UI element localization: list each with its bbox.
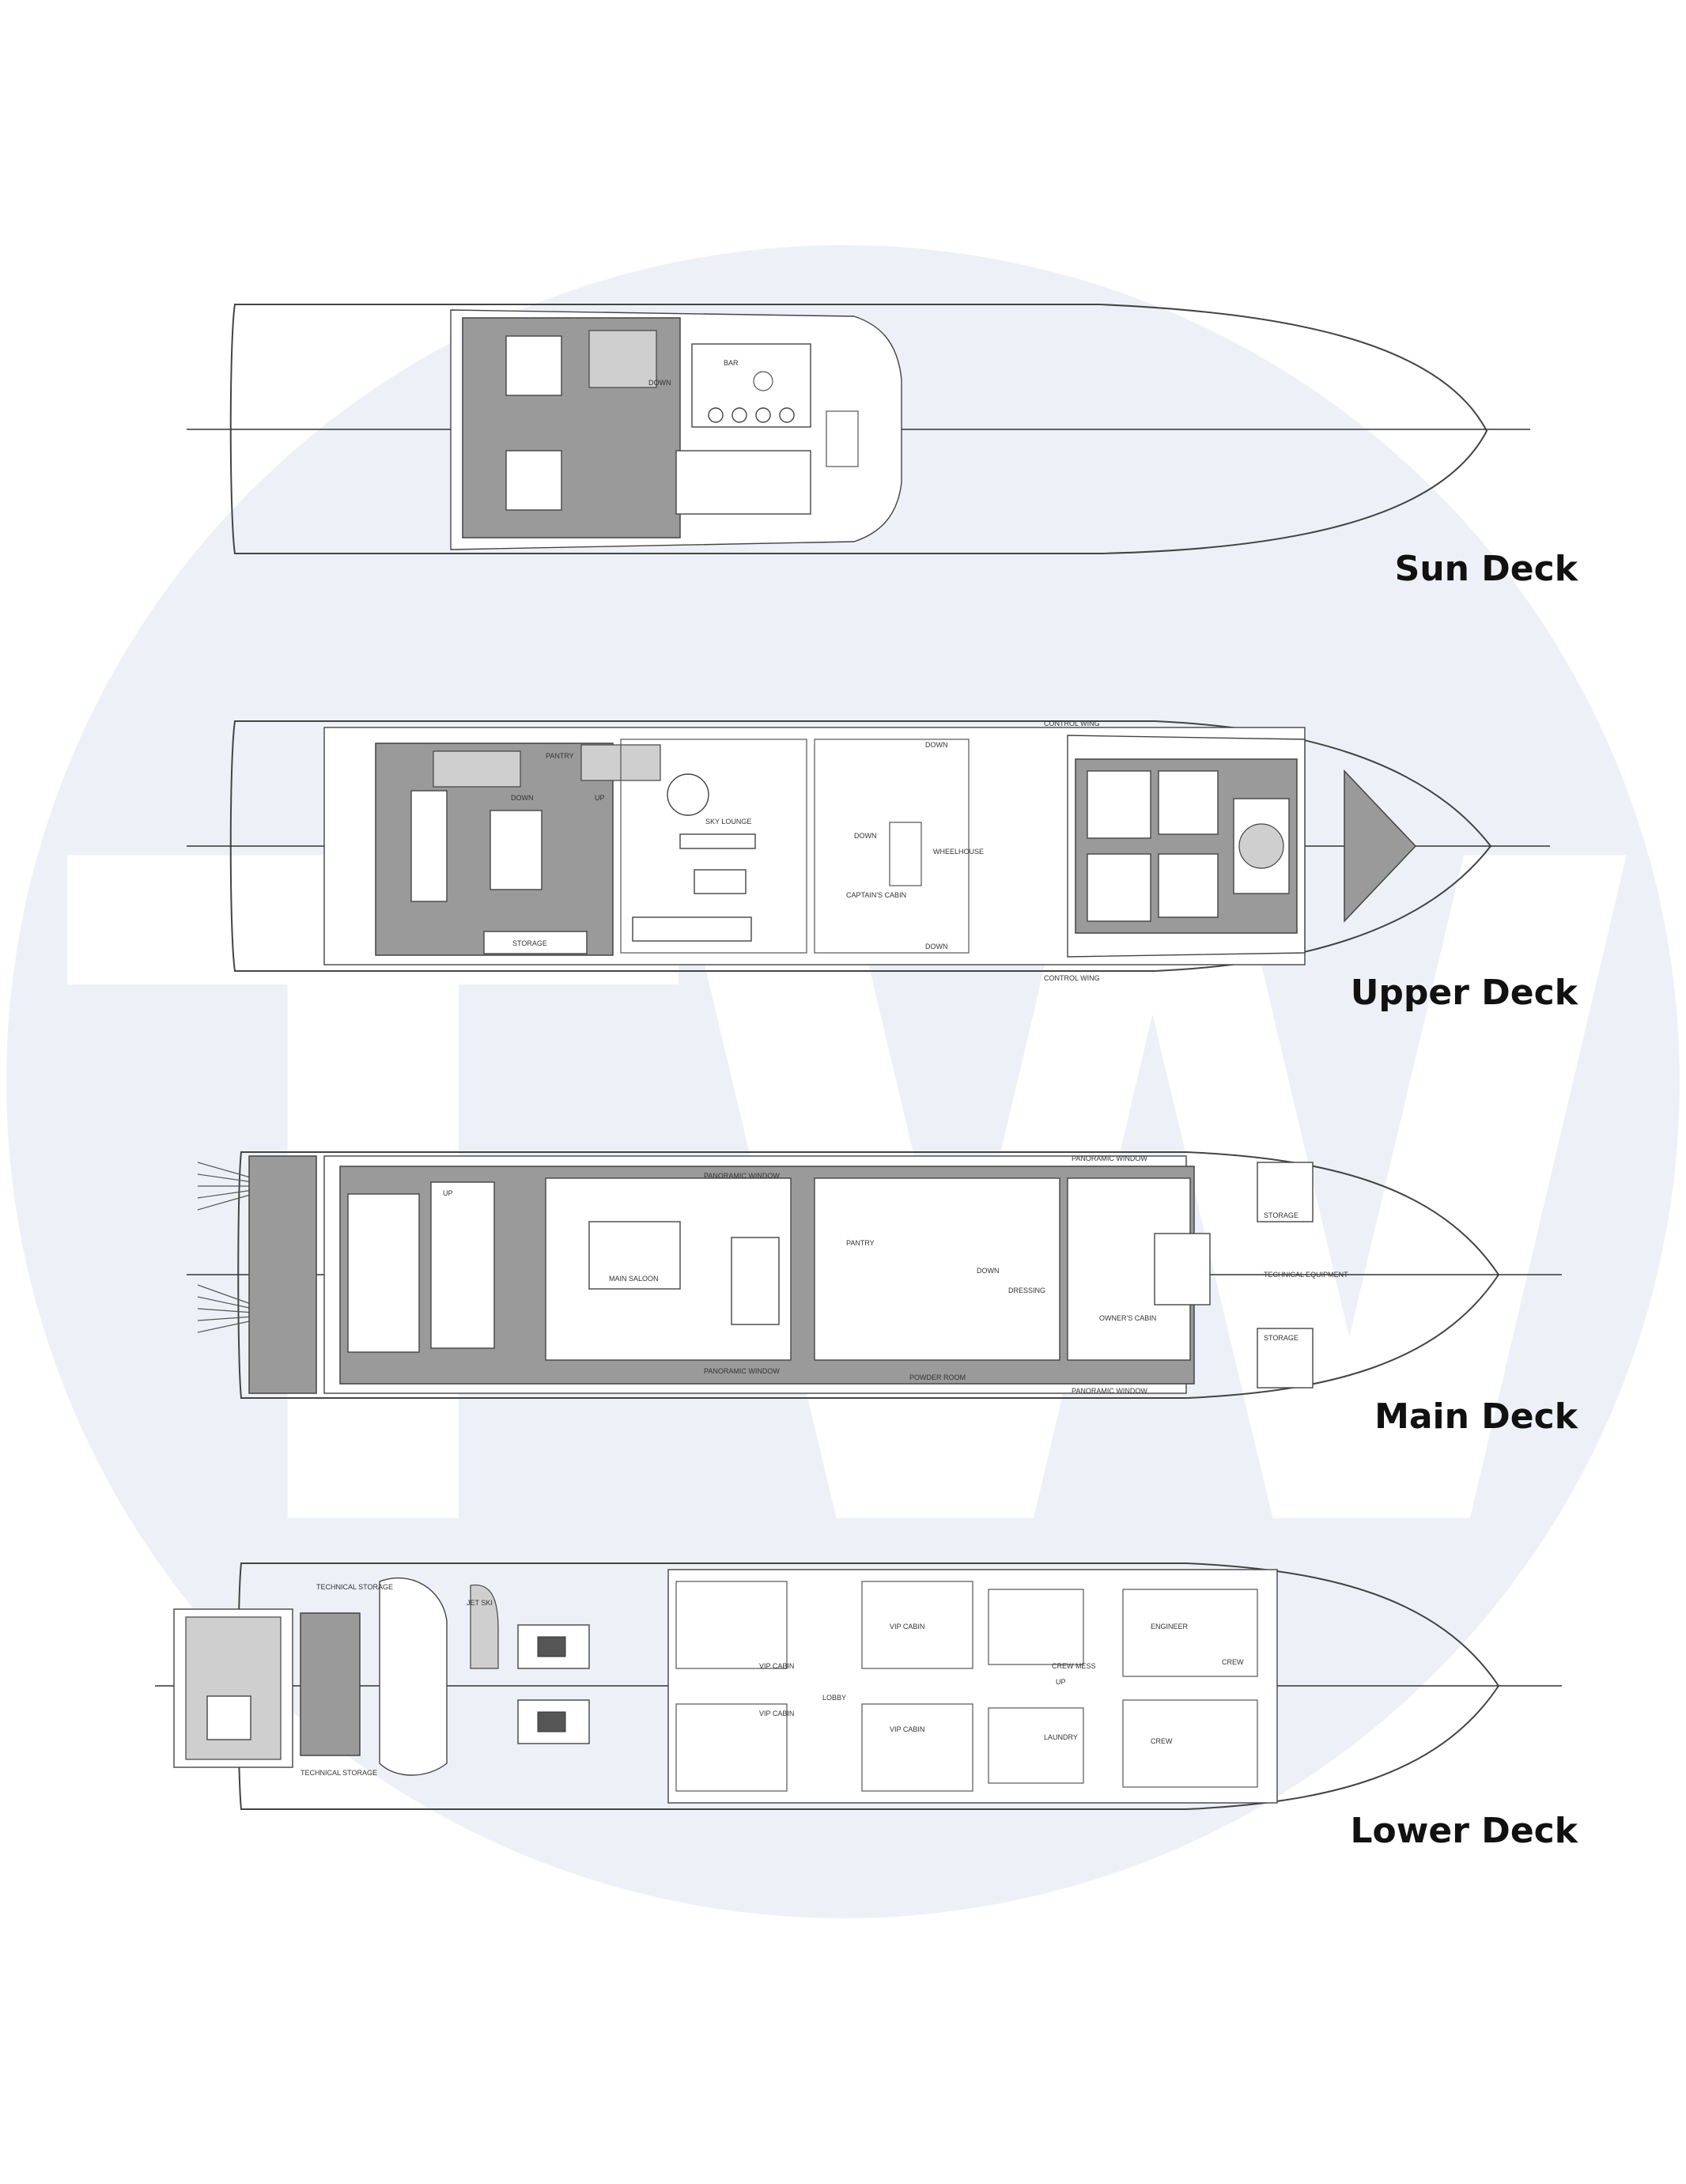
lower-deck-label: Lower Deck [1351,1811,1579,1851]
svg-text:DOWN: DOWN [854,832,877,840]
sun-deck-plan: BAR DOWN [187,304,1530,554]
svg-text:TECHNICAL STORAGE: TECHNICAL STORAGE [316,1583,393,1591]
svg-text:CREW: CREW [1222,1658,1244,1666]
main-deck-plan: MAIN SALOON PANORAMIC WINDOW PANORAMIC W… [187,1151,1562,1399]
svg-text:PANORAMIC WINDOW: PANORAMIC WINDOW [1072,1387,1147,1395]
svg-text:SKY LOUNGE: SKY LOUNGE [705,818,751,826]
svg-text:CREW MESS: CREW MESS [1052,1662,1096,1670]
svg-text:CONTROL WING: CONTROL WING [1044,974,1100,982]
svg-text:WHEELHOUSE: WHEELHOUSE [933,848,984,856]
svg-text:ENGINEER: ENGINEER [1151,1623,1189,1630]
svg-text:STORAGE: STORAGE [1264,1211,1299,1219]
svg-text:PANORAMIC WINDOW: PANORAMIC WINDOW [704,1172,780,1180]
svg-text:CONTROL WING: CONTROL WING [1044,720,1100,727]
svg-text:VIP CABIN: VIP CABIN [759,1710,794,1717]
svg-text:CREW: CREW [1151,1737,1173,1745]
svg-text:DOWN: DOWN [511,794,534,802]
svg-text:JET SKI: JET SKI [467,1599,493,1607]
watermark-circle [6,245,1680,1918]
svg-text:OWNER'S CABIN: OWNER'S CABIN [1099,1314,1156,1322]
svg-text:LOBBY: LOBBY [822,1694,846,1702]
svg-text:UP: UP [443,1189,453,1197]
svg-text:LAUNDRY: LAUNDRY [1044,1733,1078,1741]
svg-text:UP: UP [595,794,605,802]
svg-text:VIP CABIN: VIP CABIN [759,1662,794,1670]
svg-text:DOWN: DOWN [648,379,671,387]
svg-text:TECHNICAL STORAGE: TECHNICAL STORAGE [301,1769,377,1777]
upper-deck-label: Upper Deck [1351,973,1579,1013]
sun-deck-label: Sun Deck [1395,549,1579,589]
svg-text:DRESSING: DRESSING [1008,1287,1045,1294]
svg-text:STORAGE: STORAGE [1264,1334,1299,1342]
svg-text:DOWN: DOWN [925,943,948,950]
svg-text:DOWN: DOWN [925,741,948,749]
upper-deck-plan: STORAGE PANTRY DOWN UP SKY LOUNGE WHEELH… [187,720,1550,982]
lower-deck-plan: TECHNICAL STORAGE TECHNICAL STORAGE JET … [155,1562,1562,1810]
svg-text:DOWN: DOWN [977,1267,1000,1275]
svg-text:MAIN SALOON: MAIN SALOON [609,1275,659,1283]
svg-text:TECHNICAL EQUIPMENT: TECHNICAL EQUIPMENT [1264,1271,1348,1279]
svg-text:STORAGE: STORAGE [512,939,547,947]
svg-text:PANORAMIC WINDOW: PANORAMIC WINDOW [1072,1154,1147,1162]
svg-text:VIP CABIN: VIP CABIN [890,1623,924,1630]
svg-text:PANORAMIC WINDOW: PANORAMIC WINDOW [704,1367,780,1375]
svg-text:POWDER ROOM: POWDER ROOM [909,1374,966,1381]
svg-text:PANTRY: PANTRY [846,1239,875,1247]
main-deck-label: Main Deck [1374,1396,1579,1437]
svg-text:PANTRY: PANTRY [546,752,574,760]
svg-text:UP: UP [1056,1678,1066,1686]
svg-text:CAPTAIN'S CABIN: CAPTAIN'S CABIN [846,891,906,899]
svg-text:BAR: BAR [724,359,739,367]
svg-text:VIP CABIN: VIP CABIN [890,1725,924,1733]
